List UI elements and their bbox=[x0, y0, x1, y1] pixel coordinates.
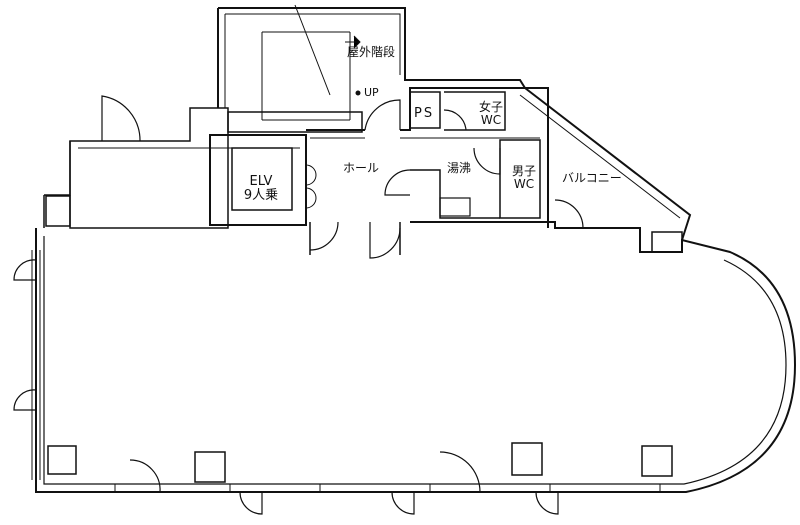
balcony-edge bbox=[524, 87, 692, 241]
label-balcony: バルコニー bbox=[562, 171, 622, 185]
left-room-wall bbox=[69, 107, 229, 229]
label-outdoor-stairs: 屋外階段 bbox=[347, 45, 396, 59]
label-elevator-line1: ELV bbox=[249, 174, 273, 189]
label-hall: ホール bbox=[343, 161, 380, 175]
label-elevator-line2: 9人乗 bbox=[243, 187, 279, 203]
label-women-wc: 女子 WC bbox=[476, 101, 506, 126]
stair-enclosure bbox=[218, 7, 526, 89]
label-kettle-room: 湯沸 bbox=[447, 161, 472, 175]
label-ps: PS bbox=[414, 106, 435, 121]
label-women-wc-line1: 女子 bbox=[478, 100, 503, 114]
label-up: UP bbox=[364, 86, 379, 99]
label-men-wc: 男子 WC bbox=[509, 165, 539, 190]
label-women-wc-line2: WC bbox=[480, 112, 502, 127]
office-outer-wall bbox=[35, 221, 797, 493]
elevator-shaft bbox=[209, 134, 307, 226]
office-inner-wall bbox=[43, 236, 787, 485]
ps-shaft bbox=[409, 91, 441, 129]
label-men-wc-line2: WC bbox=[513, 176, 535, 191]
label-men-wc-line1: 男子 bbox=[511, 164, 536, 178]
label-elevator: ELV 9人乗 bbox=[236, 175, 286, 202]
